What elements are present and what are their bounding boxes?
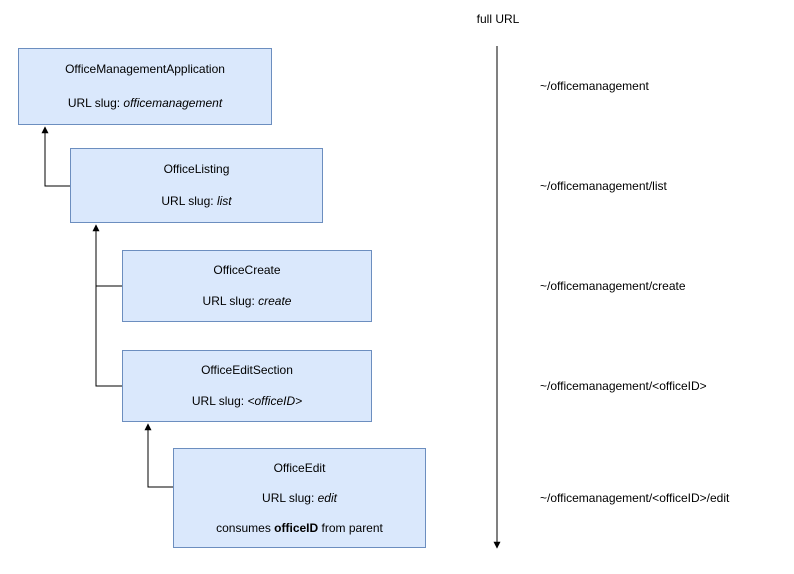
url-label-officeid: ~/officemanagement/<officeID> [540,379,707,393]
node-title: OfficeListing [163,161,230,176]
connector-editsection-to-listing [92,224,122,387]
slug-label: URL slug: [202,294,259,308]
node-consumes-note: consumes officeID from parent [216,521,383,536]
slug-value: create [258,294,292,308]
slug-value: <officeID> [247,394,303,408]
node-url-slug: URL slug: list [161,194,231,209]
node-url-slug: URL slug: <officeID> [192,394,302,409]
node-title: OfficeCreate [213,263,281,277]
node-office-listing: OfficeListing URL slug: list [70,148,323,223]
node-url-slug: URL slug: create [203,294,292,309]
node-title: OfficeManagementApplication [65,62,225,77]
url-label-create: ~/officemanagement/create [540,279,686,293]
node-url-slug: URL slug: edit [262,491,337,506]
node-url-slug: URL slug: officemanagement [68,96,222,111]
node-office-edit: OfficeEdit URL slug: edit consumes offic… [173,448,426,548]
note-prefix: consumes [216,520,275,535]
connector-listing-to-application [41,126,70,187]
slug-value: edit [317,490,337,505]
note-param: officeID [274,520,319,535]
node-title: OfficeEditSection [201,363,293,377]
slug-label: URL slug: [161,194,217,209]
slug-label: URL slug: [262,490,318,505]
slug-value: list [216,194,232,209]
url-label-list: ~/officemanagement/list [540,179,667,193]
slug-label: URL slug: [67,95,124,110]
slug-value: officemanagement [123,95,223,110]
slug-label: URL slug: [191,394,248,408]
node-office-edit-section: OfficeEditSection URL slug: <officeID> [122,350,372,422]
node-office-management-application: OfficeManagementApplication URL slug: of… [18,48,272,125]
node-title: OfficeEdit [273,460,326,475]
full-url-axis-label: full URL [476,12,520,26]
url-label-officeid-edit: ~/officemanagement/<officeID>/edit [540,491,730,505]
node-office-create: OfficeCreate URL slug: create [122,250,372,322]
note-suffix: from parent [318,520,383,535]
url-label-officemanagement: ~/officemanagement [540,79,649,93]
connector-edit-to-editsection [144,423,173,488]
